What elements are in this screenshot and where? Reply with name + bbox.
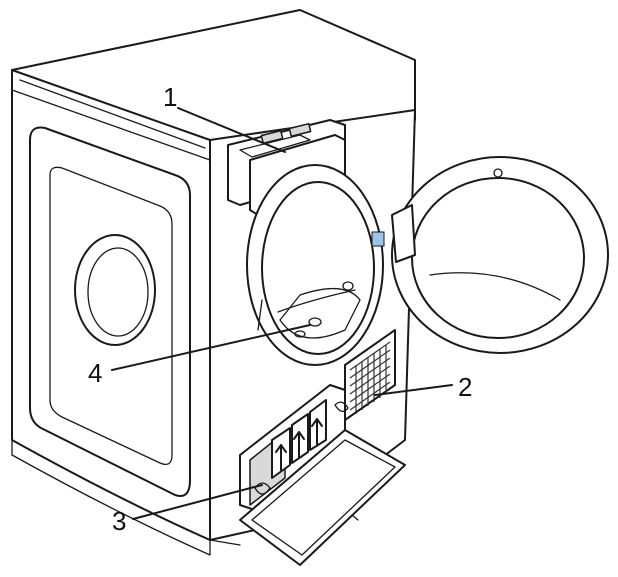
drum-opening [261,181,375,355]
dryer-door [371,156,609,354]
leader-line-2 [374,384,453,396]
cabinet-side [11,69,211,541]
side-panel-inset [29,126,191,497]
callout-1: 1 [163,82,177,112]
callout-3: 3 [112,506,126,536]
door-sensor [371,231,385,247]
leader-line-1 [177,107,286,153]
callout-4: 4 [88,358,102,388]
side-circle [74,234,156,346]
callout-2: 2 [458,372,472,402]
service-flap [239,429,406,566]
door-ring-outer [246,164,384,366]
condenser-unit [239,384,349,511]
leader-line-4 [111,324,311,371]
drum-interior [257,281,361,339]
leader-line-3 [132,484,263,520]
